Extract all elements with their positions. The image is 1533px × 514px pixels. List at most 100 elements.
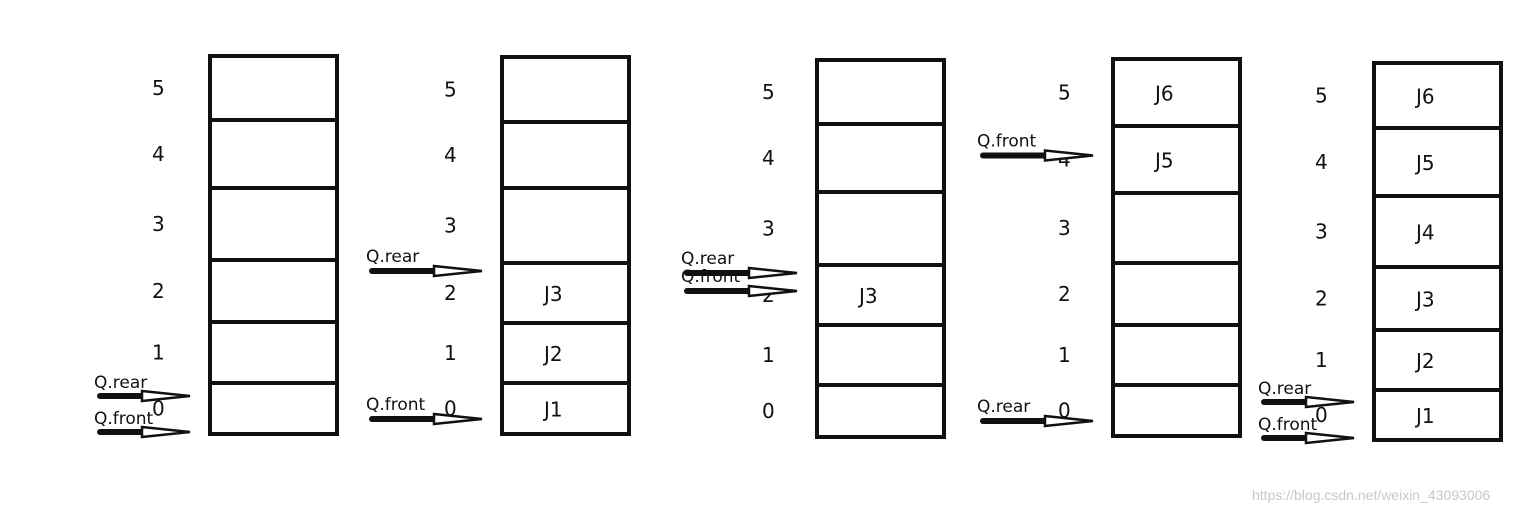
cell-element: J2	[542, 342, 563, 366]
queue-cell: J3	[815, 263, 946, 327]
queue-cell: J3	[1372, 265, 1503, 332]
queue-cell	[208, 381, 339, 436]
cell-box	[1111, 124, 1242, 195]
rear-pointer: Q.rear	[977, 397, 1094, 428]
slot-index-label: 5	[1315, 84, 1328, 108]
cell-box	[1111, 323, 1242, 387]
slot-index-label: 3	[1058, 216, 1071, 240]
cell-box	[815, 122, 946, 194]
front-pointer: Q.front	[94, 409, 191, 439]
slot-index-label: 0	[1315, 403, 1328, 427]
queue-cell: J5	[1111, 124, 1242, 195]
cell-box	[1111, 57, 1242, 128]
arrow-head	[1304, 431, 1355, 445]
slot-index-label: 4	[762, 146, 775, 170]
arrow-head	[432, 412, 483, 426]
slot-index-label: 5	[152, 76, 165, 100]
rear-pointer-label: Q.rear	[94, 373, 147, 393]
cell-box	[1372, 61, 1503, 130]
rear-pointer-label: Q.rear	[977, 397, 1030, 417]
cell-element: J6	[1153, 82, 1174, 106]
queue-cell	[1111, 323, 1242, 387]
cell-box	[1111, 191, 1242, 265]
cell-element: J6	[1414, 85, 1435, 109]
arrow-head	[1304, 395, 1355, 409]
queue-cell: J2	[500, 321, 631, 385]
rear-pointer: Q.rear	[94, 373, 191, 403]
slot-index-label: 5	[1058, 81, 1071, 105]
slot-index-label: 2	[444, 281, 457, 305]
arrow-head	[747, 284, 798, 298]
cell-element: J1	[1414, 404, 1435, 428]
queue-cell	[1111, 191, 1242, 265]
cell-element: J3	[1414, 288, 1435, 312]
queue-cell: J5	[1372, 126, 1503, 198]
slot-index-label: 0	[762, 399, 775, 423]
cell-box	[815, 383, 946, 439]
queue-cell	[815, 323, 946, 387]
queue-cell	[815, 122, 946, 194]
slot-index-label: 1	[762, 343, 775, 367]
rear-pointer-label: Q.rear	[366, 247, 419, 267]
queue-cell	[1111, 261, 1242, 327]
queue-cell	[208, 118, 339, 190]
rear-pointer: Q.rear	[681, 249, 798, 280]
rear-pointer-label: Q.rear	[681, 249, 734, 269]
arrow-head	[747, 266, 798, 280]
cell-box	[208, 320, 339, 385]
rear-pointer-label: Q.rear	[1258, 379, 1311, 399]
queue-cell	[815, 58, 946, 126]
cell-box	[500, 120, 631, 190]
front-pointer-label: Q.front	[1258, 415, 1318, 435]
slot-index-label: 4	[152, 142, 165, 166]
cell-box	[208, 118, 339, 190]
cell-box	[500, 261, 631, 325]
queue-cell: J6	[1111, 57, 1242, 128]
front-pointer: Q.front	[1258, 415, 1355, 445]
cell-element: J1	[542, 398, 563, 422]
slot-index-label: 4	[1315, 150, 1328, 174]
queue-cell	[208, 54, 339, 122]
cell-box	[500, 321, 631, 385]
slot-index-label: 1	[1315, 348, 1328, 372]
arrow-head	[1043, 149, 1094, 162]
arrow-head	[140, 425, 191, 439]
cell-box	[815, 190, 946, 267]
front-pointer-label: Q.front	[366, 395, 426, 415]
cell-box	[1372, 388, 1503, 442]
watermark: https://blog.csdn.net/weixin_43093006	[1252, 487, 1490, 503]
arrow-head	[140, 389, 191, 403]
slot-index-label: 1	[1058, 343, 1071, 367]
slot-index-label: 3	[444, 214, 457, 238]
queue-cell	[815, 190, 946, 267]
slot-index-label: 5	[762, 80, 775, 104]
queue-cell: J3	[500, 261, 631, 325]
cell-box	[1111, 261, 1242, 327]
queue-cell	[500, 120, 631, 190]
cell-box	[208, 186, 339, 262]
rear-pointer: Q.rear	[1258, 379, 1355, 409]
cell-element: J3	[542, 282, 563, 306]
queue-cell	[208, 258, 339, 324]
slot-index-label: 4	[444, 143, 457, 167]
queue-cell	[500, 186, 631, 265]
cell-box	[815, 263, 946, 327]
cell-element: J5	[1414, 151, 1435, 175]
queue-cell	[208, 320, 339, 385]
cell-box	[815, 323, 946, 387]
front-pointer-label: Q.front	[94, 409, 154, 429]
arrow-head	[432, 264, 483, 278]
front-pointer: Q.front	[366, 395, 483, 426]
cell-box	[1372, 126, 1503, 198]
queue-cell	[500, 55, 631, 124]
queue-cell: J6	[1372, 61, 1503, 130]
slot-index-label: 3	[1315, 220, 1328, 244]
slot-index-label: 1	[152, 341, 165, 365]
cell-box	[208, 54, 339, 122]
